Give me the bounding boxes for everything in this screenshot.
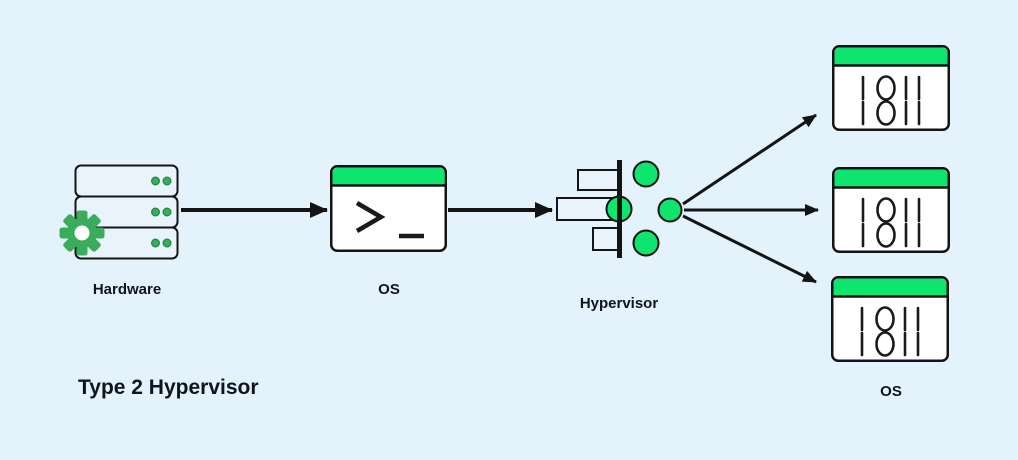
vm-window-icon-1 bbox=[833, 46, 949, 130]
arrow-hypervisor-to-vm1 bbox=[682, 113, 817, 206]
server-led-dots bbox=[150, 176, 172, 248]
guest-os-label: OS bbox=[880, 383, 902, 400]
vm-window-icon-3 bbox=[832, 277, 948, 361]
terminal-prompt-glyph bbox=[355, 201, 424, 239]
vm-dot-bottom bbox=[632, 229, 660, 257]
queue-bar-top bbox=[577, 169, 619, 191]
hypervisor-label: Hypervisor bbox=[579, 295, 659, 312]
gear-icon bbox=[59, 210, 105, 256]
arrow-hypervisor-to-vm3 bbox=[682, 214, 817, 284]
terminal-icon bbox=[330, 165, 447, 252]
vm-dot-top bbox=[632, 160, 660, 188]
hardware-label: Hardware bbox=[92, 281, 162, 298]
fanout-arrows bbox=[682, 113, 819, 284]
host-os-label: OS bbox=[378, 281, 400, 298]
diagram-title: Type 2 Hypervisor bbox=[78, 376, 259, 399]
fanout-dot bbox=[657, 197, 683, 223]
hardware-node bbox=[59, 164, 179, 260]
queue-bar-bottom bbox=[592, 227, 619, 251]
vm-window-icon-2 bbox=[833, 168, 949, 252]
hypervisor-bar bbox=[617, 160, 622, 258]
hypervisor-icon bbox=[556, 160, 683, 258]
